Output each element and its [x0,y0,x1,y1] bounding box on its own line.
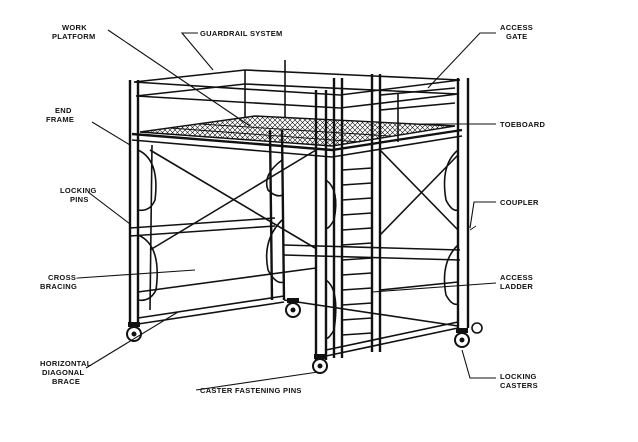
label-locking-casters-1: LOCKING [500,372,537,381]
cross-bracing [137,149,461,293]
label-end-frame-2: FRAME [46,115,74,124]
end-frame-right [443,78,477,328]
label-access-ladder-1: ACCESS [500,273,533,282]
access-gate [379,87,456,142]
label-locking-casters-2: CASTERS [500,381,538,390]
label-locking-pins-2: PINS [70,195,89,204]
end-frame-left [128,80,276,322]
label-horizontal-brace-3: BRACE [52,377,80,386]
locking-casters [126,298,483,374]
label-horizontal-brace-1: HORIZONTAL [40,359,92,368]
label-cross-bracing-2: BRACING [40,282,77,291]
label-work-platform-1: WORK [62,23,87,32]
label-coupler: COUPLER [500,198,539,207]
label-work-platform-2: PLATFORM [52,32,96,41]
label-locking-pins-1: LOCKING [60,186,97,195]
label-end-frame-1: END [55,106,72,115]
label-guardrail-system: GUARDRAIL SYSTEM [200,29,283,38]
work-platform [131,115,463,158]
label-cross-bracing-1: CROSS- [48,273,79,282]
horizontal-diagonal-brace [137,295,459,357]
label-toeboard: TOEBOARD [500,120,545,129]
label-caster-fastening-pins: CASTER FASTENING PINS [200,386,302,395]
label-access-gate-2: GATE [506,32,527,41]
label-access-ladder-2: LADDER [500,282,533,291]
scaffold-tower [126,60,483,374]
label-horizontal-brace-2: DIAGONAL [42,368,85,377]
callout-labels: WORK PLATFORM GUARDRAIL SYSTEM ACCESS GA… [40,23,545,395]
label-access-gate-1: ACCESS [500,23,533,32]
access-ladder [332,74,382,358]
leader-lines [77,29,497,391]
